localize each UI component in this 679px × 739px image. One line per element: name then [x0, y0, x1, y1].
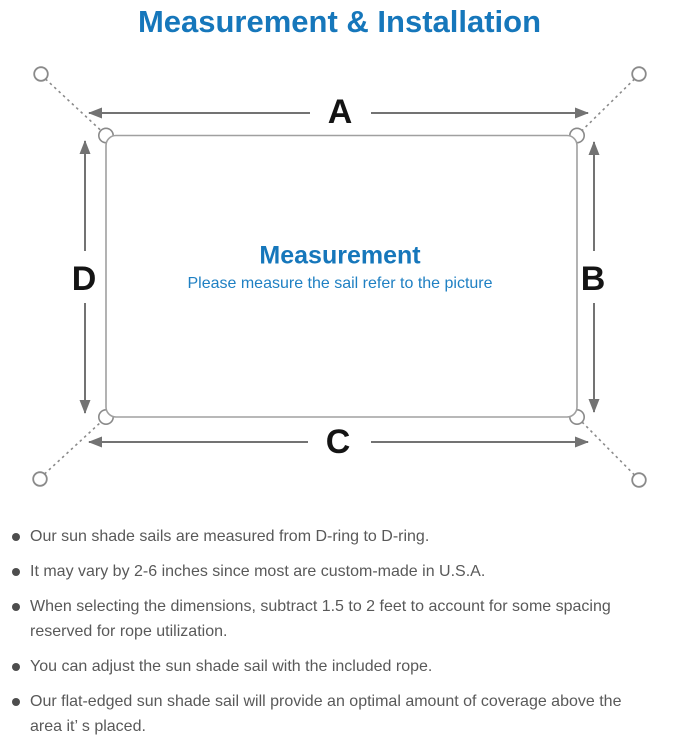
note-text: It may vary by 2-6 inches since most are… — [30, 563, 486, 580]
list-item: Our sun shade sails are measured from D-… — [0, 524, 622, 549]
dimension-label-b: B — [580, 260, 606, 298]
anchor-point-bottom-right — [631, 472, 647, 488]
rope-top-left — [44, 78, 103, 132]
bullet-icon — [12, 532, 20, 541]
rope-bottom-right — [580, 420, 636, 476]
sail-outline — [105, 134, 578, 418]
list-item: Our flat-edged sun shade sail will provi… — [0, 689, 622, 739]
note-text: When selecting the dimensions, subtract … — [30, 598, 611, 640]
bullet-icon — [12, 662, 20, 671]
bullet-icon — [12, 567, 20, 576]
note-text: Our sun shade sails are measured from D-… — [30, 528, 430, 545]
list-item: It may vary by 2-6 inches since most are… — [0, 559, 622, 584]
list-item: When selecting the dimensions, subtract … — [0, 594, 622, 644]
anchor-point-bottom-left — [32, 471, 48, 487]
list-item: You can adjust the sun shade sail with t… — [0, 654, 622, 679]
note-text: Our flat-edged sun shade sail will provi… — [30, 693, 622, 735]
page-title: Measurement & Installation — [137, 4, 542, 39]
dimension-label-a: A — [327, 93, 353, 131]
diagram-center-subtitle: Please measure the sail refer to the pic… — [187, 275, 493, 292]
rope-top-right — [580, 78, 636, 132]
anchor-point-top-left — [33, 66, 49, 82]
note-text: You can adjust the sun shade sail with t… — [30, 658, 433, 675]
bullet-icon — [12, 697, 20, 706]
diagram-graphic — [32, 66, 647, 488]
measurement-diagram: A B C D Measurement Please measure the s… — [0, 46, 679, 506]
anchor-point-top-right — [631, 66, 647, 82]
bullet-icon — [12, 602, 20, 611]
dimension-label-d: D — [71, 260, 97, 298]
diagram-center-title: Measurement — [259, 241, 421, 270]
notes-list: Our sun shade sails are measured from D-… — [0, 524, 679, 739]
rope-bottom-left — [43, 420, 103, 475]
dimension-label-c: C — [325, 423, 351, 461]
